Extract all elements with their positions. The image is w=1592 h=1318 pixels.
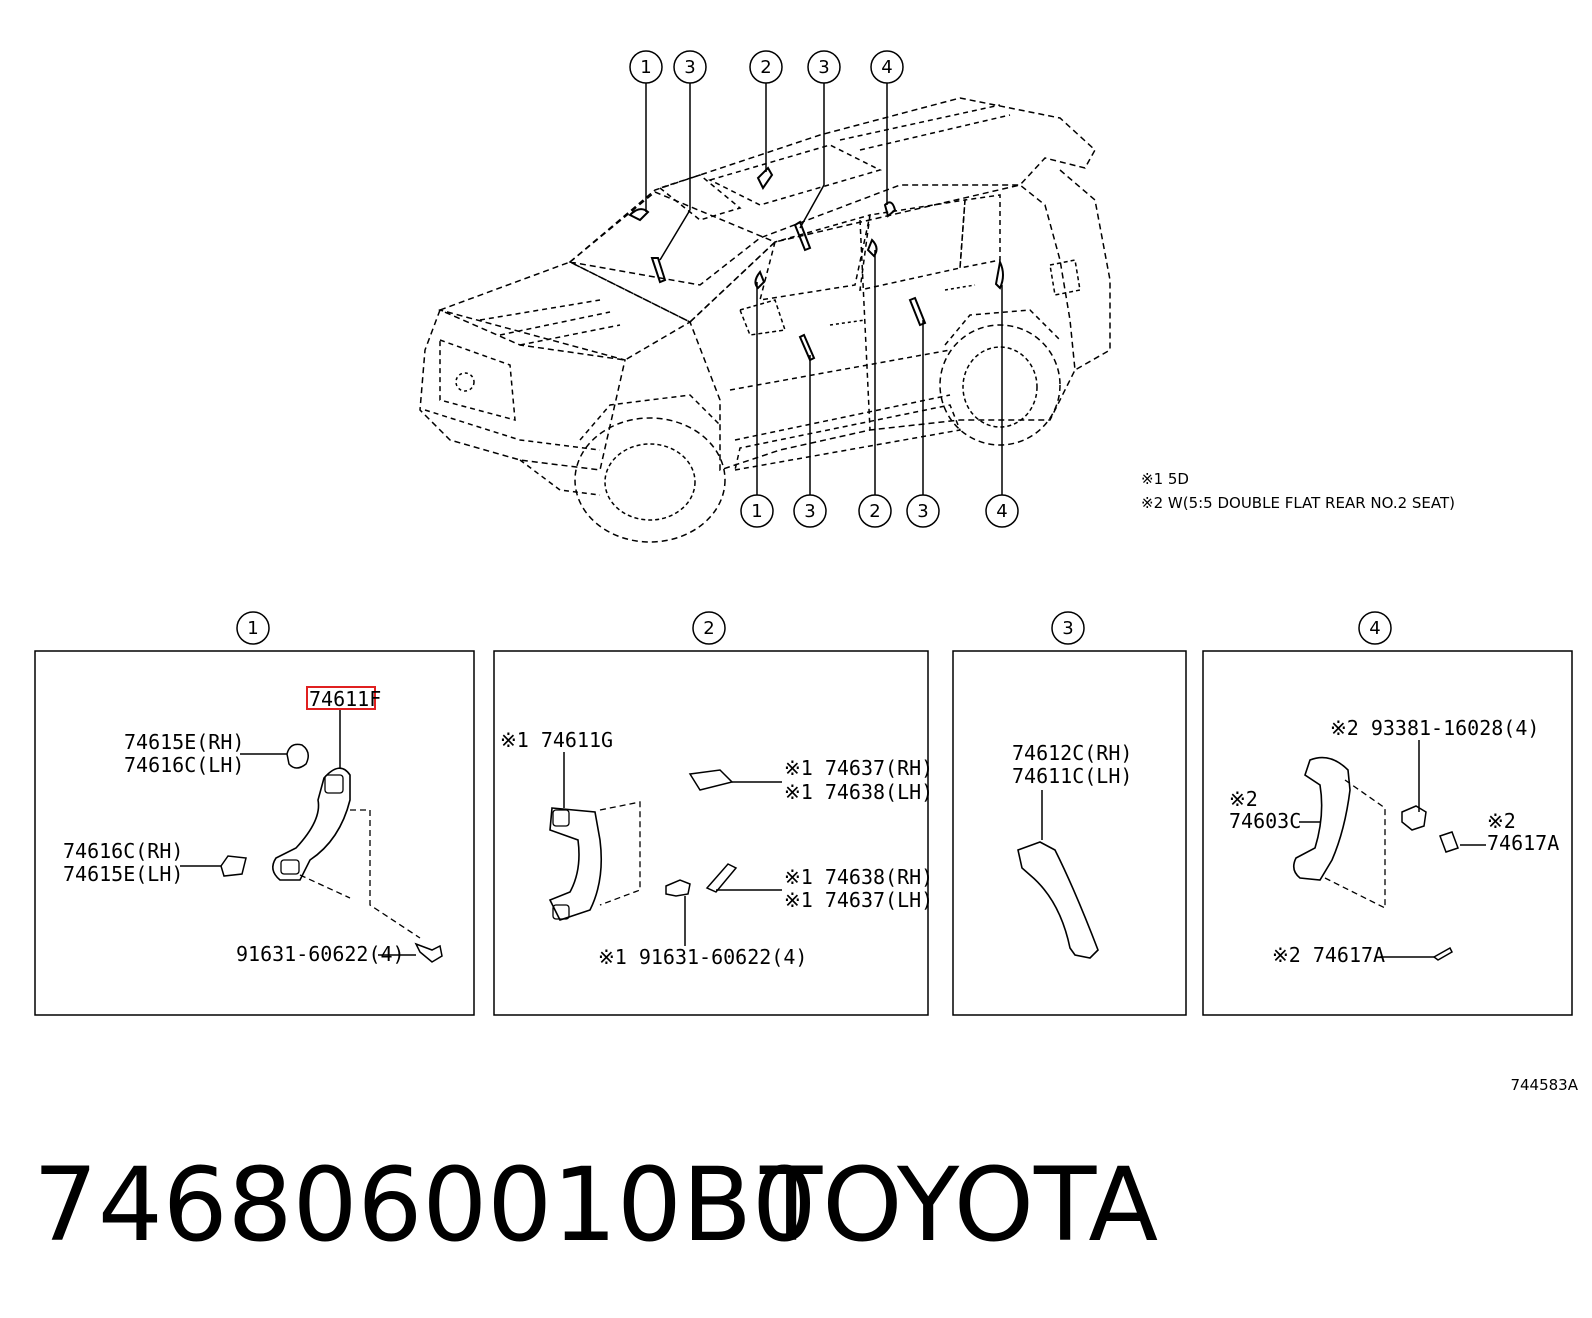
assist-grip-shape bbox=[272, 767, 351, 881]
svg-text:3: 3 bbox=[804, 501, 815, 522]
brand-title: TOYOTA bbox=[759, 1146, 1158, 1265]
cap-lower-p4-shape bbox=[1432, 946, 1453, 961]
callout-3-top-a: 3 bbox=[673, 50, 707, 84]
callout-1-top: 1 bbox=[629, 50, 663, 84]
assist-grip-p4-shape bbox=[1292, 756, 1351, 881]
part-grip-p2[interactable]: ※1 74611G bbox=[500, 728, 613, 752]
note-2: ※2 W(5:5 DOUBLE FLAT REAR NO.2 SEAT) bbox=[1141, 494, 1455, 512]
part-cover-lower-lh[interactable]: ※1 74637(LH) bbox=[784, 888, 933, 912]
bolt-icon bbox=[414, 942, 443, 963]
cover-upper-shape bbox=[688, 769, 734, 791]
part-74611F[interactable]: 74611F bbox=[309, 687, 381, 711]
assist-grip-p2-shape bbox=[548, 807, 603, 921]
cap-upper-shape bbox=[286, 743, 309, 769]
callout-4-bottom: 4 bbox=[985, 494, 1019, 528]
bottom-callout-leaders bbox=[756, 250, 1003, 495]
callout-2-top: 2 bbox=[749, 50, 783, 84]
part-cap-lower-p4[interactable]: ※2 74617A bbox=[1272, 943, 1385, 967]
svg-text:2: 2 bbox=[760, 57, 771, 78]
part-cover-lower-rh[interactable]: ※1 74638(RH) bbox=[784, 865, 933, 889]
panel-callout-4: 4 bbox=[1358, 611, 1392, 645]
part-cap-lower-lh[interactable]: 74615E(LH) bbox=[63, 862, 183, 886]
panel-callout-2: 2 bbox=[692, 611, 726, 645]
part-cover-upper-rh[interactable]: ※1 74637(RH) bbox=[784, 756, 933, 780]
callout-1-bottom: 1 bbox=[740, 494, 774, 528]
part-bolt-p1[interactable]: 91631-60622(4) bbox=[236, 942, 405, 966]
part-screw-p4[interactable]: ※2 93381-16028(4) bbox=[1330, 716, 1539, 740]
panel-3: 74612C(RH) 74611C(LH) bbox=[952, 650, 1187, 1016]
callout-3-top-b: 3 bbox=[807, 50, 841, 84]
panel-1: 74611F 74615E(RH) 74616C(LH) 74616C(RH) … bbox=[34, 650, 475, 1016]
svg-text:1: 1 bbox=[247, 618, 258, 639]
diagram-code: 744583A bbox=[1510, 1076, 1578, 1094]
svg-text:3: 3 bbox=[818, 57, 829, 78]
callout-3-bottom-b: 3 bbox=[906, 494, 940, 528]
part-grip-p4[interactable]: 74603C bbox=[1229, 809, 1301, 833]
cover-lower-shape bbox=[705, 863, 738, 893]
bottom-callouts: 1 3 2 3 4 bbox=[740, 494, 1019, 528]
part-bolt-p2[interactable]: ※1 91631-60622(4) bbox=[598, 945, 807, 969]
cap-lower-shape bbox=[220, 855, 247, 877]
part-cap-upper-rh[interactable]: 74615E(RH) bbox=[124, 730, 244, 754]
part-grip-rh-p3[interactable]: 74612C(RH) bbox=[1012, 741, 1132, 765]
svg-text:2: 2 bbox=[869, 501, 880, 522]
callout-4-top: 4 bbox=[870, 50, 904, 84]
panel-callout-1: 1 bbox=[236, 611, 270, 645]
grip-note-mark: ※2 bbox=[1229, 787, 1258, 811]
screw-icon bbox=[1401, 805, 1427, 831]
note-1: ※1 5D bbox=[1141, 470, 1189, 488]
top-callout-leaders bbox=[645, 82, 888, 261]
cap-p4-shape bbox=[1439, 831, 1459, 853]
svg-text:1: 1 bbox=[751, 501, 762, 522]
panel-callout-3: 3 bbox=[1051, 611, 1085, 645]
svg-text:3: 3 bbox=[684, 57, 695, 78]
svg-text:3: 3 bbox=[917, 501, 928, 522]
part-cap-upper-lh[interactable]: 74616C(LH) bbox=[124, 753, 244, 777]
part-number-title: 7468060010B0 bbox=[33, 1146, 817, 1265]
part-cap-lower-rh[interactable]: 74616C(RH) bbox=[63, 839, 183, 863]
svg-text:2: 2 bbox=[703, 618, 714, 639]
panel-2: ※1 74611G ※1 74637(RH) ※1 74638(LH) ※1 7… bbox=[493, 650, 933, 1016]
part-cover-upper-lh[interactable]: ※1 74638(LH) bbox=[784, 780, 933, 804]
part-grip-lh-p3[interactable]: 74611C(LH) bbox=[1012, 764, 1132, 788]
cap-note-mark: ※2 bbox=[1487, 809, 1516, 833]
part-cap-p4[interactable]: 74617A bbox=[1487, 831, 1559, 855]
assist-grip-p3-shape bbox=[1017, 841, 1099, 959]
top-callouts: 1 3 2 3 4 bbox=[629, 50, 904, 84]
part-highlight-box bbox=[306, 686, 376, 710]
panel-4: ※2 93381-16028(4) ※2 74603C ※2 74617A ※2… bbox=[1202, 650, 1573, 1016]
callout-3-bottom-a: 3 bbox=[793, 494, 827, 528]
bolt-p2-icon bbox=[665, 879, 691, 897]
svg-text:1: 1 bbox=[640, 57, 651, 78]
svg-text:4: 4 bbox=[881, 57, 892, 78]
svg-text:4: 4 bbox=[996, 501, 1007, 522]
panel-callouts: 1 2 3 4 bbox=[236, 611, 1392, 645]
callout-2-bottom: 2 bbox=[858, 494, 892, 528]
svg-text:4: 4 bbox=[1369, 618, 1380, 639]
vehicle-illustration bbox=[419, 97, 1111, 543]
svg-text:3: 3 bbox=[1062, 618, 1073, 639]
